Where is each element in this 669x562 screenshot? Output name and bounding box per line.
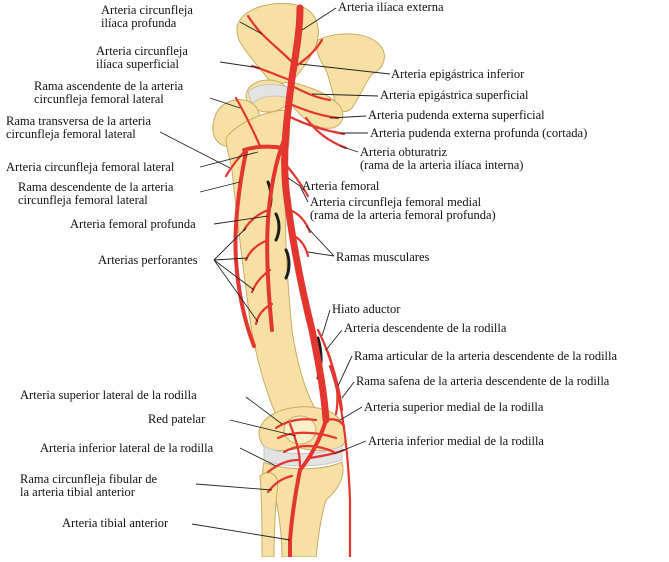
artery-epigastrica-superficial (290, 84, 332, 102)
artery-femoral-profunda (265, 138, 286, 332)
artery-circunfleja-femoral-lateral (242, 144, 286, 152)
leader-iliaca-externa (301, 7, 337, 31)
leader-circunfleja-femoral-medial (299, 185, 309, 203)
leader-femoral (287, 177, 301, 187)
leader-superior-medial-rodilla (339, 406, 363, 421)
leader-musculares-2 (307, 251, 335, 257)
artery-rama-descendente (233, 150, 256, 348)
leader-circunfleja-femoral-lateral (199, 151, 259, 168)
label-femoral: Arteria femoral (302, 179, 380, 193)
leader-circunfleja-fibular (195, 483, 273, 491)
leader-femoral-profunda (213, 215, 269, 225)
leader-lines (159, 7, 391, 541)
leader-rama-articular (337, 355, 353, 387)
leader-hiato-aductor (321, 309, 331, 337)
label-epigastrica-inferior: Arteria epigástrica inferior (391, 67, 525, 81)
label-rama-articular: Rama articular de la arteria descendente… (354, 349, 618, 363)
artery-superior-lateral-rodilla (274, 418, 318, 430)
leader-rama-ascendente (209, 97, 241, 109)
sacrum (316, 33, 385, 112)
artery-poplitea (298, 418, 328, 472)
label-inferior-lateral-rodilla: Arteria inferior lateral de la rodilla (40, 441, 214, 455)
label-perforantes: Arterias perforantes (98, 253, 198, 267)
artery-rama-safena (328, 364, 352, 559)
label-iliaca-externa: Arteria ilíaca externa (338, 0, 444, 14)
label-pudenda-superficial: Arteria pudenda externa superficial (368, 108, 545, 122)
femur-shaft (225, 109, 323, 429)
bones (212, 3, 385, 558)
artery-perforante-4 (254, 302, 274, 326)
label-descendente-rodilla: Arteria descendente de la rodilla (344, 321, 507, 335)
leader-perforantes-2 (213, 257, 249, 261)
leader-perforantes-4 (213, 259, 259, 323)
label-circunfleja-femoral-medial: Arteria circunfleja femoral medial(rama … (310, 195, 496, 222)
leader-superior-lateral-rodilla (245, 396, 283, 425)
label-musculares: Ramas musculares (336, 250, 430, 264)
label-tibial-anterior: Arteria tibial anterior (62, 516, 169, 530)
label-inferior-medial-rodilla: Arteria inferior medial de la rodilla (368, 434, 544, 448)
leader-inferior-medial-rodilla (333, 440, 367, 455)
leader-rama-descendente (199, 181, 241, 193)
leader-inferior-lateral-rodilla (239, 447, 277, 467)
artery-rama-ascendente (234, 96, 262, 148)
label-pudenda-profunda: Arteria pudenda externa profunda (cortad… (370, 126, 587, 140)
artery-circunfleja-femoral-medial (280, 158, 310, 198)
artery-muscular-2 (292, 234, 310, 258)
label-superior-medial-rodilla: Arteria superior medial de la rodilla (364, 400, 544, 414)
leader-descendente-rodilla (325, 329, 343, 351)
leader-circunfleja-iliaca-profunda (239, 21, 263, 35)
label-circunfleja-femoral-lateral: Arteria circunfleja femoral lateral (6, 160, 175, 174)
pelvis-ilium (236, 3, 319, 85)
leader-circunfleja-iliaca-superficial (219, 61, 261, 69)
leader-obturatriz (339, 145, 359, 153)
artery-red-patelar (276, 422, 338, 468)
artery-epigastrica-inferior (294, 38, 324, 68)
leader-epigastrica-superficial (311, 93, 379, 97)
leader-perforantes-3 (213, 259, 255, 291)
leader-epigastrica-inferior (299, 63, 391, 75)
label-obturatriz: Arteria obturatriz(rama de la arteria il… (360, 145, 523, 172)
artery-femoral (281, 74, 330, 424)
artery-inferior-lateral-rodilla (266, 458, 300, 474)
label-epigastrica-superficial: Arteria epigástrica superficial (380, 88, 529, 102)
label-hiato-aductor: Hiato aductor (332, 302, 401, 316)
patella (283, 415, 317, 445)
label-rama-safena: Rama safena de la arteria descendente de… (356, 374, 610, 388)
leader-musculares-1 (305, 225, 335, 257)
dark-vessel-3 (284, 248, 291, 280)
leader-rama-safena (341, 381, 355, 399)
leader-red-patelar (229, 419, 297, 437)
label-femoral-profunda: Arteria femoral profunda (70, 217, 196, 231)
leader-perforantes-1 (213, 227, 247, 261)
label-superior-lateral-rodilla: Arteria superior lateral de la rodilla (20, 388, 197, 402)
artery-iliaca-externa (288, 4, 304, 82)
label-red-patelar: Red patelar (148, 412, 206, 426)
dark-vessel-2 (274, 212, 281, 242)
leader-tibial-anterior (191, 523, 291, 541)
leader-pudenda-superficial (329, 115, 367, 119)
